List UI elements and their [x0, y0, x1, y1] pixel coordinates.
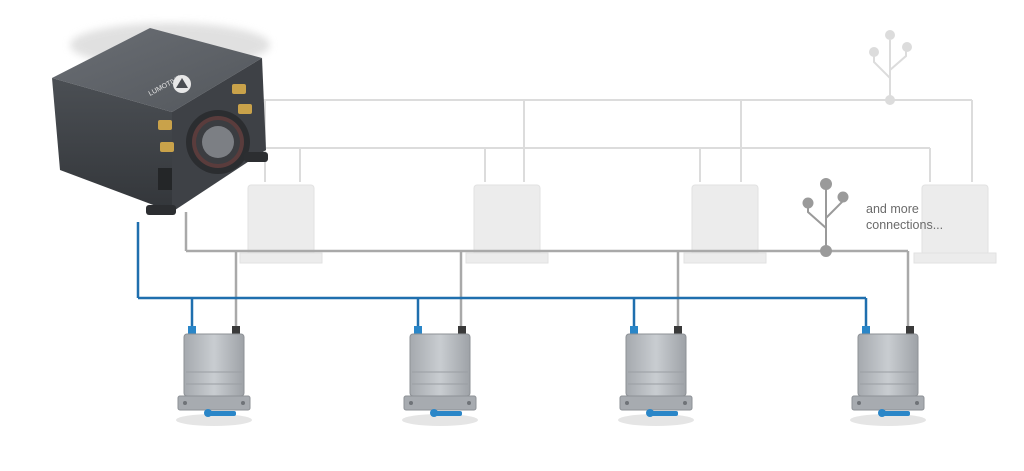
- faded-bus-lines: [262, 62, 973, 182]
- sensor-node-3: [618, 326, 694, 426]
- faded-node-1: [239, 184, 323, 264]
- sensor-nodes: [176, 326, 926, 426]
- faded-node-3: [683, 184, 767, 264]
- more-connections-caption: and more connections...: [866, 201, 943, 233]
- sensor-node-1: [176, 326, 252, 426]
- sensor-node-2: [402, 326, 478, 426]
- gray-bus: [184, 212, 910, 328]
- faded-node-4: [913, 184, 997, 264]
- processing-unit-icon: LUMOTIVE: [52, 23, 270, 215]
- usb-branch-icon: [802, 178, 849, 257]
- faded-node-2: [465, 184, 549, 264]
- sensor-node-4: [850, 326, 926, 426]
- faded-nodes: [239, 184, 997, 264]
- faded-usb-branch-icon: [869, 30, 912, 105]
- blue-bus: [136, 222, 868, 328]
- caption-line-1: and more: [866, 202, 919, 216]
- caption-line-2: connections...: [866, 218, 944, 232]
